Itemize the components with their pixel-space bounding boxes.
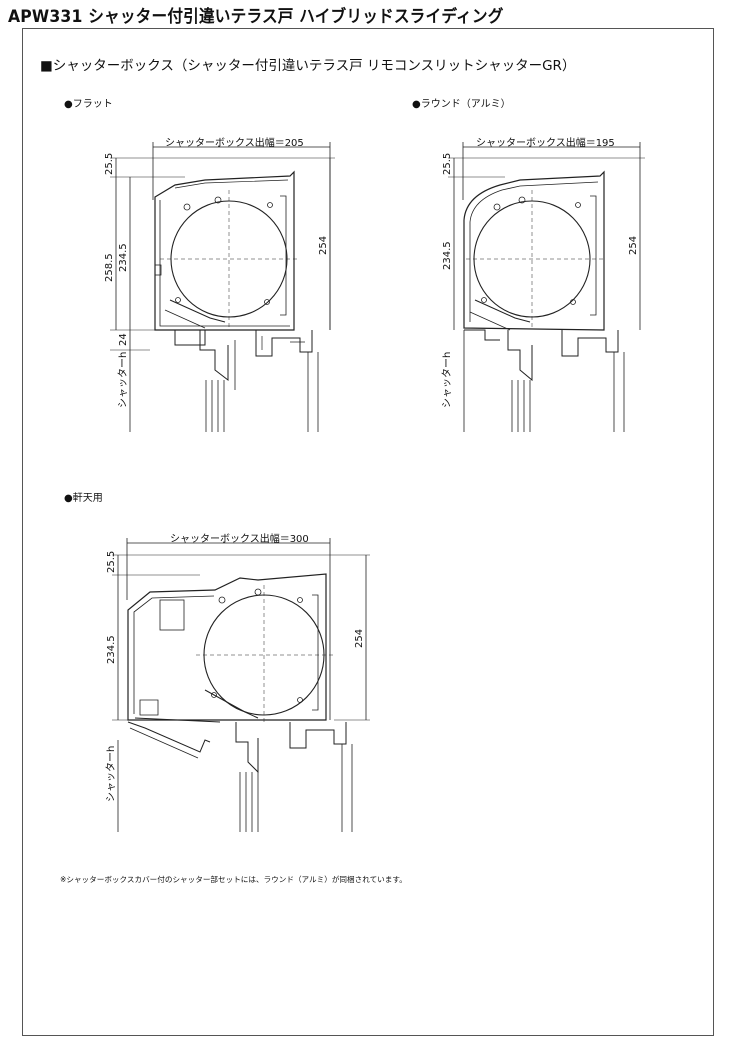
- drawing-frame: [22, 28, 714, 1036]
- figure-label-round: ●ラウンド（アルミ）: [412, 99, 511, 110]
- dim-width-soffit: シャッターボックス出幅＝300: [170, 532, 309, 545]
- shutter-h-flat: シャッターh: [117, 352, 129, 408]
- dim-width-round: シャッターボックス出幅＝195: [476, 136, 615, 149]
- dim-width-flat: シャッターボックス出幅＝205: [165, 136, 304, 149]
- dim-outer-flat: 258.5: [104, 253, 115, 282]
- figure-label-flat: ●フラット: [64, 99, 113, 110]
- page-title: APW331 シャッター付引違いテラス戸 ハイブリッドスライディング: [8, 7, 504, 27]
- shutter-h-round: シャッターh: [441, 352, 453, 408]
- dim-bottom-flat: 24: [118, 333, 129, 346]
- dim-top-soffit: 25.5: [106, 551, 117, 573]
- dim-inner-soffit: 234.5: [106, 635, 117, 664]
- dim-right-flat: 254: [318, 236, 329, 255]
- dim-right-round: 254: [628, 236, 639, 255]
- figure-label-soffit: ●軒天用: [64, 493, 103, 504]
- footnote: ※シャッターボックスカバー付のシャッター部セットには、ラウンド（アルミ）が同梱さ…: [60, 875, 407, 884]
- section-title: ■シャッターボックス（シャッター付引違いテラス戸 リモコンスリットシャッターGR…: [40, 58, 576, 74]
- dim-inner-round: 234.5: [442, 241, 453, 270]
- dim-top-flat: 25.5: [104, 153, 115, 175]
- dim-top-round: 25.5: [442, 153, 453, 175]
- dim-right-soffit: 254: [354, 629, 365, 648]
- shutter-h-soffit: シャッターh: [105, 746, 117, 802]
- dim-inner-flat: 234.5: [118, 243, 129, 272]
